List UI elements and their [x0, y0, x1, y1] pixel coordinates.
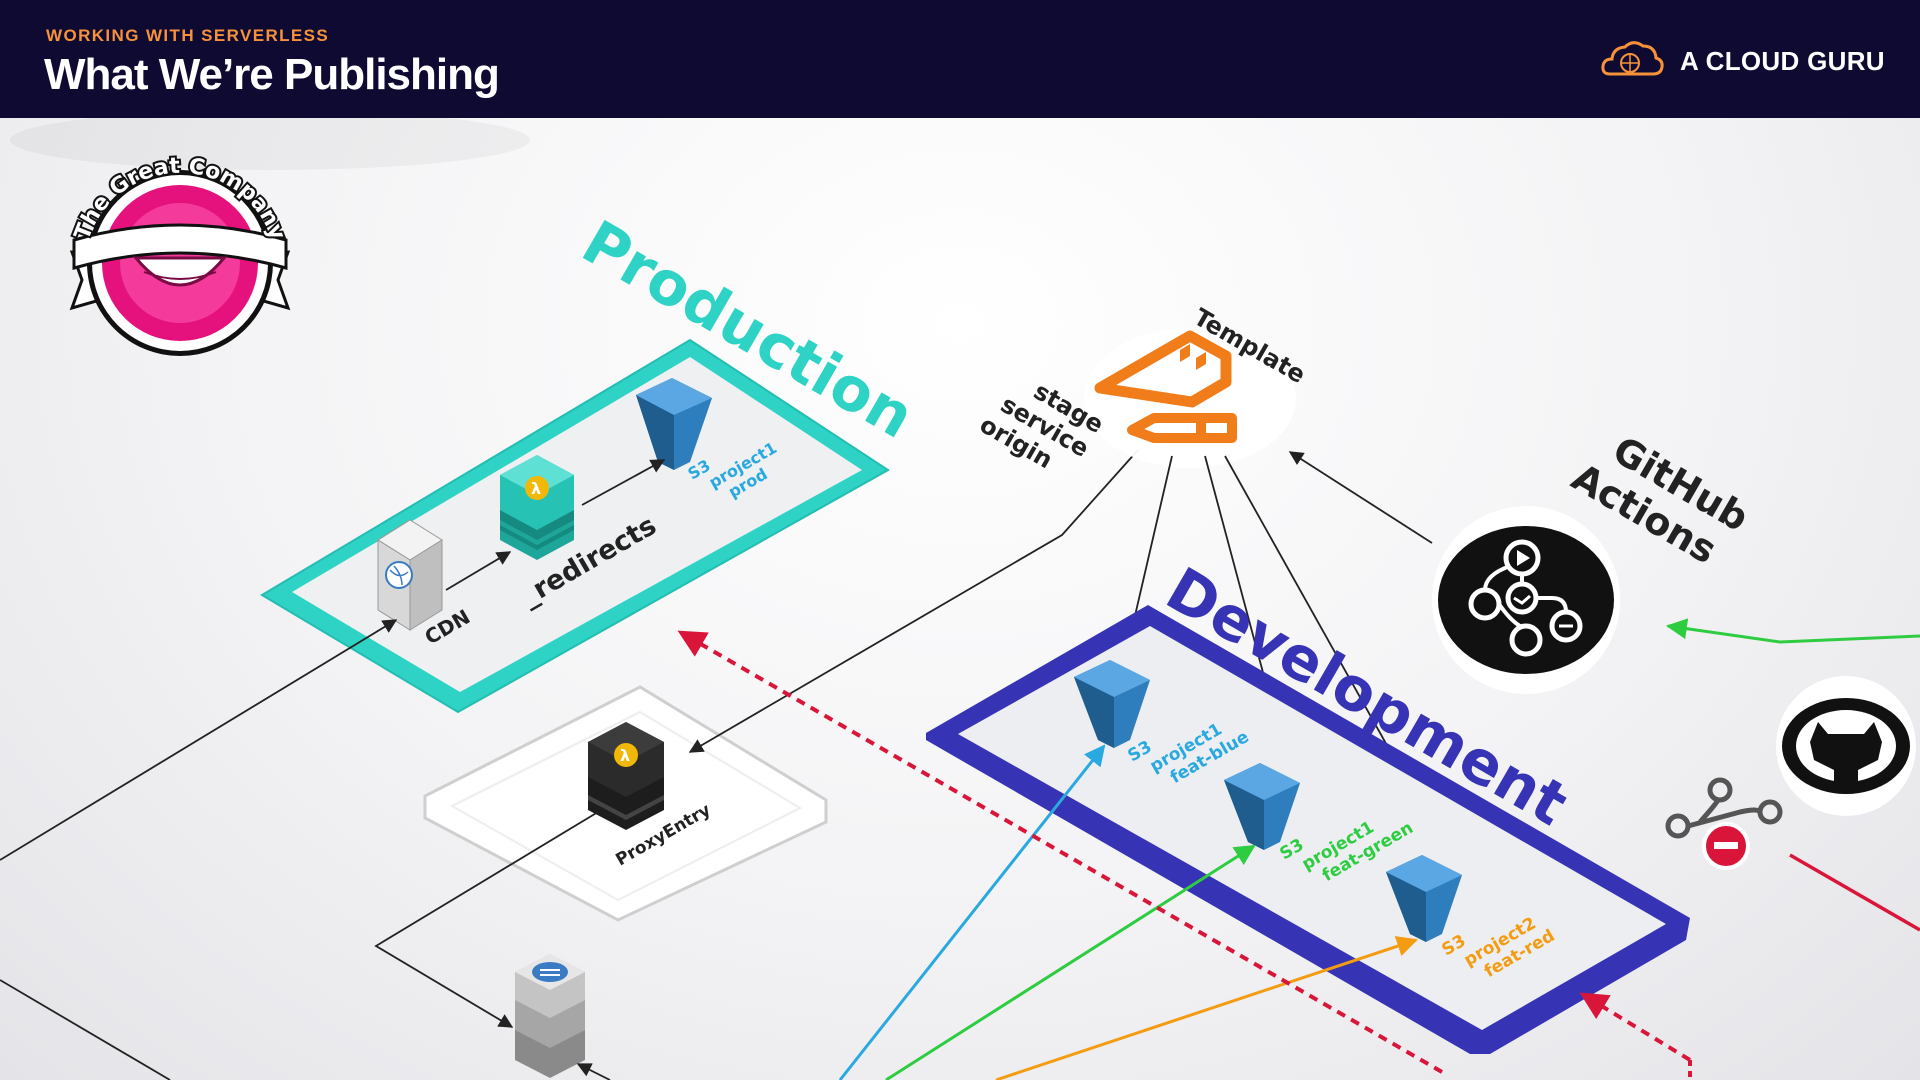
architecture-diagram: Production CDN λ _redirects S3 project1 …: [0, 118, 1920, 1080]
github-actions-icon: [1432, 506, 1620, 694]
header-shadow: [10, 118, 530, 170]
brand: A CLOUD GURU: [1600, 36, 1890, 84]
s3-bucket-prod-icon: [636, 378, 712, 470]
github-icon: [1776, 676, 1916, 816]
svg-text:λ: λ: [620, 746, 630, 765]
production-zone: Production: [260, 207, 925, 714]
cdn-server-icon: [377, 519, 443, 631]
redirects-lambda-icon: λ: [500, 455, 574, 560]
header-bar: WORKING WITH SERVERLESS What We’re Publi…: [0, 0, 1920, 118]
company-logo: The Great Company: [68, 152, 292, 356]
s3-bucket-feat-blue-icon: [1074, 660, 1150, 748]
cloud-logo-icon: [1601, 41, 1664, 76]
brand-name: A CLOUD GURU: [1680, 46, 1885, 76]
svg-text:λ: λ: [531, 479, 541, 498]
proxy-lambda-icon: λ: [588, 722, 664, 830]
section-kicker: WORKING WITH SERVERLESS: [46, 26, 330, 45]
s3-bucket-feat-green-icon: [1224, 763, 1300, 850]
s3-bucket-feat-red-icon: [1386, 855, 1462, 942]
template-icon: [1084, 328, 1296, 468]
branch-error-icon: [1665, 777, 1783, 870]
database-stack-icon: [515, 954, 585, 1078]
page-title: What We’re Publishing: [44, 50, 500, 99]
